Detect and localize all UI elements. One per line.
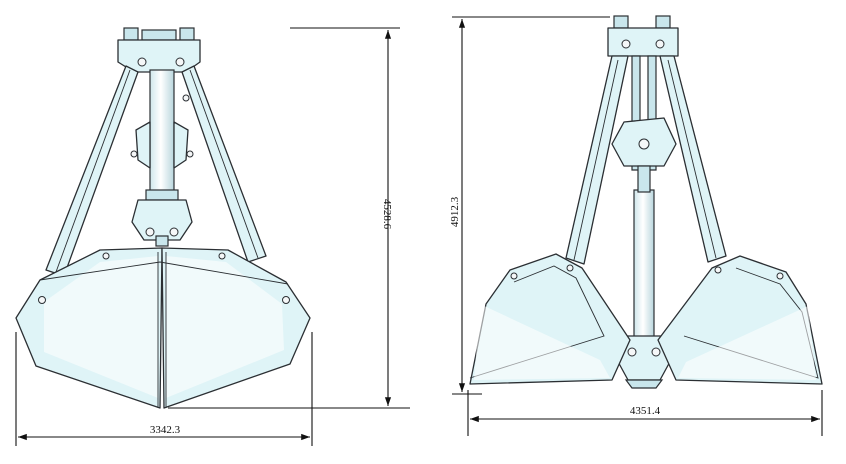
closed-grab-hinge (131, 199, 193, 247)
closed-grab-left-arm (45, 65, 139, 277)
closed-width-dimension: 3342.3 (15, 332, 313, 446)
open-grab-view: 4912.3 4351.4 (449, 15, 823, 436)
closed-grab-head (117, 27, 201, 73)
open-width-dimension: 4351.4 (467, 390, 823, 436)
closed-height-label: 4528.6 (381, 199, 393, 230)
open-grab-left-arm (565, 55, 629, 265)
open-grab-cylinder (633, 189, 655, 339)
closed-height-dimension: 4528.6 (168, 27, 410, 409)
closed-width-label: 3342.3 (150, 424, 181, 436)
closed-grab-view: 3342.3 4528.6 (15, 27, 410, 446)
open-height-dimension: 4912.3 (449, 16, 610, 395)
open-height-label: 4912.3 (449, 196, 461, 227)
open-grab-head (607, 15, 679, 57)
open-grab-right-arm (659, 55, 727, 263)
open-width-label: 4351.4 (630, 405, 661, 417)
closed-grab-cylinder (149, 69, 175, 195)
